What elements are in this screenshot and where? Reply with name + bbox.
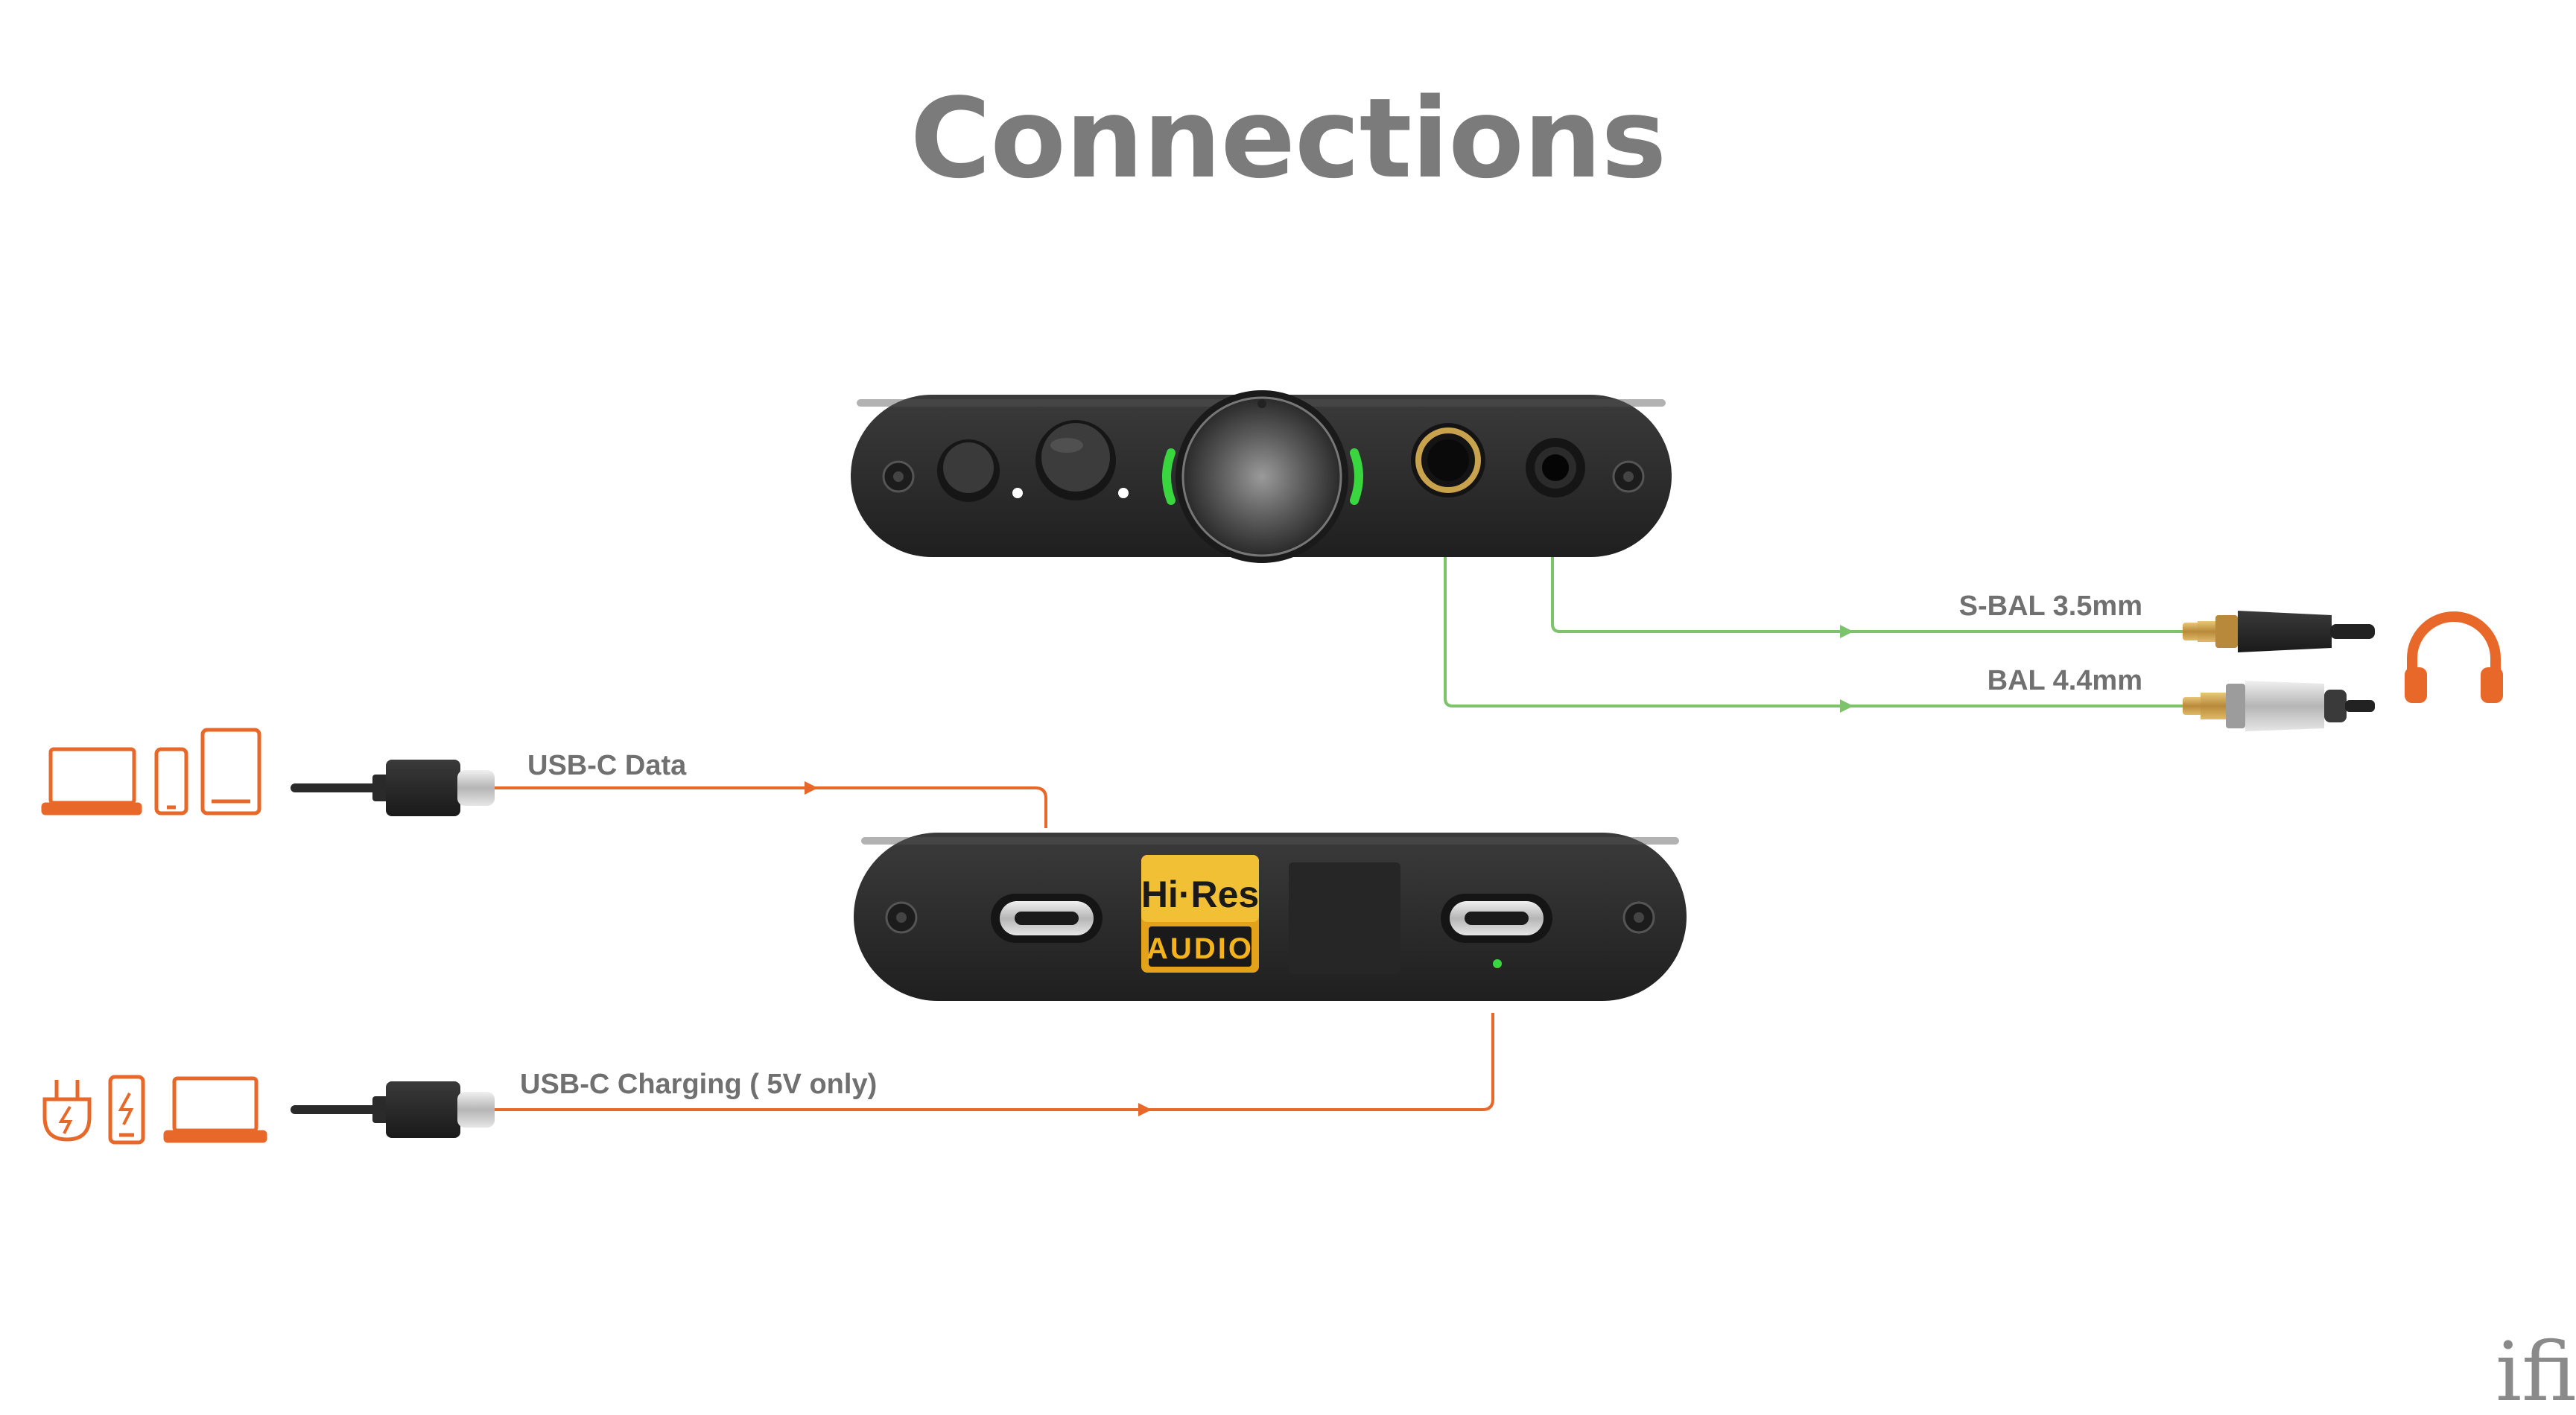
charging-led [1493, 959, 1502, 968]
page-title: Connections [910, 74, 1667, 203]
bal-4-4mm-plug [2183, 681, 2375, 731]
bal-connection-line [1444, 510, 2186, 708]
screw-icon [882, 460, 915, 493]
bal-4-4mm-jack[interactable] [1411, 423, 1485, 497]
usb-c-data-plug [291, 760, 495, 816]
headphones-icon [2405, 611, 2503, 703]
sbal-3-5mm-plug [2183, 611, 2375, 652]
connection-lines [495, 510, 2186, 1116]
volume-knob[interactable] [1176, 390, 1348, 563]
laptop-icon [163, 1076, 267, 1143]
usb-c-charging-plug [291, 1081, 495, 1138]
bal-arrowhead [1840, 699, 1853, 713]
sbal-arrowhead [1840, 625, 1853, 638]
usb-charging-label: USB-C Charging ( 5V only) [520, 1069, 877, 1100]
wall-charger-icon [42, 1080, 92, 1142]
device-front-panel [851, 390, 1672, 563]
indicator-dot [1012, 488, 1023, 498]
sbal-label: S-BAL 3.5mm [1959, 591, 2142, 622]
usb-charging-arrowhead [1138, 1103, 1152, 1116]
screw-icon [885, 901, 918, 934]
usb-c-charging-port[interactable] [1441, 894, 1552, 943]
device-rear-panel: Hi·Res AUDIO [854, 833, 1687, 1001]
phone-icon [154, 747, 188, 815]
usb-c-data-port[interactable] [991, 894, 1103, 943]
screw-icon [1612, 460, 1645, 493]
usb-charging-connection-line [495, 1013, 1494, 1111]
laptop-icon [41, 747, 142, 815]
usb-data-arrowhead [805, 781, 818, 795]
bal-label: BAL 4.4mm [1987, 665, 2142, 696]
power-bank-icon [108, 1075, 145, 1145]
sbal-3-5mm-jack[interactable] [1526, 438, 1585, 497]
usb-data-connection-line [495, 786, 1047, 828]
hi-res-badge-line2: AUDIO [1146, 932, 1254, 965]
tablet-icon [200, 728, 261, 815]
sbal-connection-line [1551, 510, 2186, 633]
mode-button[interactable] [1035, 420, 1116, 500]
screw-icon [1622, 901, 1655, 934]
usb-data-label: USB-C Data [527, 750, 687, 781]
hi-res-audio-badge: Hi·Res AUDIO [1141, 855, 1259, 973]
led-left [1162, 448, 1176, 505]
display-window [1289, 862, 1400, 974]
hi-res-badge-line1: Hi·Res [1141, 874, 1259, 915]
brand-logo: ifi [2496, 1324, 2576, 1415]
power-button[interactable] [937, 439, 1000, 502]
led-right [1350, 448, 1363, 505]
indicator-dot [1118, 488, 1129, 498]
